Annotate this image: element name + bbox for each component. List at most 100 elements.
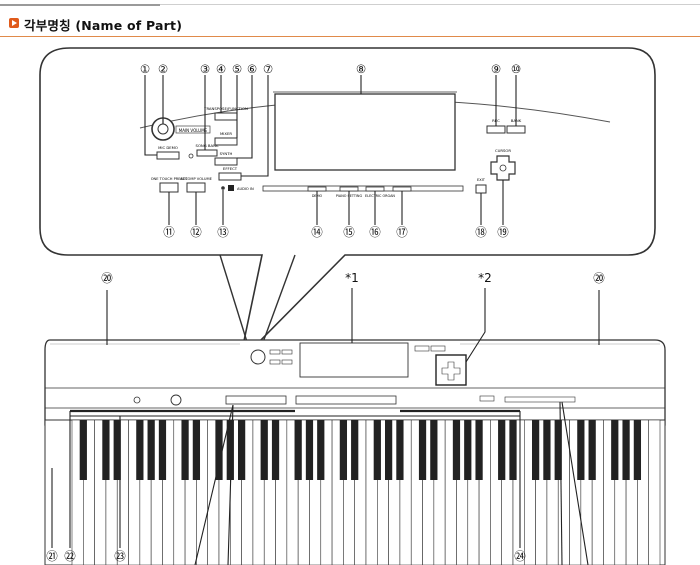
synth-button[interactable]: [214, 157, 238, 166]
callout-17: ⑰: [396, 225, 408, 239]
black-key: [611, 420, 619, 480]
digital-button[interactable]: [365, 186, 385, 192]
black-key: [554, 420, 562, 480]
audio-in-jack-icon: [221, 186, 225, 190]
black-key: [79, 420, 87, 480]
callout-9: ⑨: [491, 62, 501, 76]
header-top-accent: [0, 4, 160, 6]
black-key: [532, 420, 540, 480]
callout-14: ⑭: [311, 225, 323, 239]
callout-18: ⑱: [475, 225, 487, 239]
lower-leader-lines: [51, 401, 589, 565]
black-key: [317, 420, 325, 480]
black-key: [385, 420, 393, 480]
black-key: [351, 420, 359, 480]
cursor-label: CURSOR: [495, 148, 511, 153]
callout-8: ⑧: [356, 62, 366, 76]
page-title: 각부명칭 (Name of Part): [24, 18, 183, 33]
callout-5: ⑤: [232, 62, 242, 76]
black-key: [238, 420, 246, 480]
lower-callouts: ㉑ ㉒ ㉓ ㉔: [46, 549, 526, 563]
cursor-pad[interactable]: CURSOR: [490, 148, 516, 181]
header-rule: [0, 36, 700, 37]
callout-19: ⑲: [497, 225, 509, 239]
accomp-label: ACCOMP VOLUME: [180, 177, 212, 181]
bottom-callouts: ⑪ ⑫ ⑬ ⑭ ⑮ ⑯ ⑰ ⑱ ⑲: [163, 225, 509, 239]
black-key: [464, 420, 472, 480]
black-key: [622, 420, 630, 480]
black-key: [305, 420, 314, 480]
black-key: [339, 420, 348, 480]
black-key: [498, 420, 506, 480]
black-key: [136, 420, 144, 480]
accomp-volume-button[interactable]: [186, 182, 206, 193]
lcd-display: [274, 93, 456, 171]
white-key: [648, 419, 661, 565]
callout-15: ⑮: [343, 225, 355, 239]
black-key: [294, 420, 302, 480]
callout-star-1: *1: [345, 271, 359, 285]
tone-button-strip: [262, 185, 464, 192]
black-key: [430, 420, 438, 480]
song-bank-button[interactable]: [196, 149, 218, 157]
callout-10: ⑩: [511, 62, 521, 76]
callout-21: ㉑: [46, 549, 58, 563]
bank-button[interactable]: [506, 125, 526, 134]
effect-button[interactable]: [218, 172, 242, 181]
black-key: [113, 420, 121, 480]
header-top-line: [0, 4, 700, 5]
callout-16: ⑯: [369, 225, 381, 239]
bottom-leader-lines: [168, 180, 504, 225]
callout-13: ⑬: [217, 225, 229, 239]
piano-keys: [44, 419, 666, 565]
callout-star-2: *2: [478, 271, 492, 285]
grand-piano-button[interactable]: [339, 186, 359, 192]
black-key: [215, 420, 223, 480]
main-volume-knob[interactable]: [151, 117, 175, 141]
volume-label-plate: [175, 125, 211, 134]
transpose-label: TRANSPOSE/FUNCTION: [203, 106, 248, 111]
mixer-label: MIXER: [220, 131, 232, 136]
song-bank-label: SONG BANK: [196, 143, 219, 148]
black-key: [475, 420, 483, 480]
black-key: [260, 420, 268, 480]
callout-20-right: ⑳: [593, 271, 605, 285]
top-leader-lines: [144, 75, 517, 177]
electric-organ-button[interactable]: [392, 186, 412, 192]
demo-button[interactable]: [307, 186, 327, 192]
transpose-button[interactable]: [214, 112, 238, 121]
callout-6: ⑥: [247, 62, 257, 76]
top-callouts: ① ② ③ ④ ⑤ ⑥ ⑦ ⑧ ⑨ ⑩: [140, 62, 521, 76]
electric-organ-label: ELECTRIC ORGAN: [365, 194, 395, 198]
synth-label: SYNTH: [220, 151, 233, 156]
record-button[interactable]: [486, 125, 506, 134]
one-touch-preset-button[interactable]: [159, 182, 179, 193]
black-key: [452, 420, 461, 480]
mixer-button[interactable]: [214, 137, 238, 146]
callout-24: ㉔: [514, 549, 526, 563]
mic-indicator-icon: [188, 153, 194, 159]
keyboard-figure: MAIN VOLUME MIC DEMO SONG BANK TRANSPOSE…: [39, 47, 666, 565]
black-key: [192, 420, 201, 480]
mic-demo-label: MIC DEMO: [158, 145, 178, 150]
page-header: 각부명칭 (Name of Part): [0, 0, 700, 42]
one-touch-label: ONE TOUCH PRESET: [151, 177, 188, 181]
black-key: [181, 420, 189, 480]
black-key: [543, 420, 551, 480]
arrow-bullet-icon: [9, 18, 19, 28]
callout-11: ⑪: [163, 225, 175, 239]
volume-label: MAIN VOLUME: [179, 128, 208, 133]
exit-button[interactable]: [475, 184, 487, 194]
black-key: [588, 420, 596, 480]
black-key: [418, 420, 427, 480]
black-key: [271, 420, 280, 480]
callout-23: ㉓: [114, 549, 126, 563]
black-key: [102, 420, 110, 480]
black-key: [396, 420, 404, 480]
black-key: [226, 420, 234, 480]
callout-7: ⑦: [263, 62, 273, 76]
black-key: [633, 420, 642, 480]
black-key: [509, 420, 517, 480]
callout-3: ③: [200, 62, 210, 76]
mic-demo-button[interactable]: [156, 151, 180, 160]
